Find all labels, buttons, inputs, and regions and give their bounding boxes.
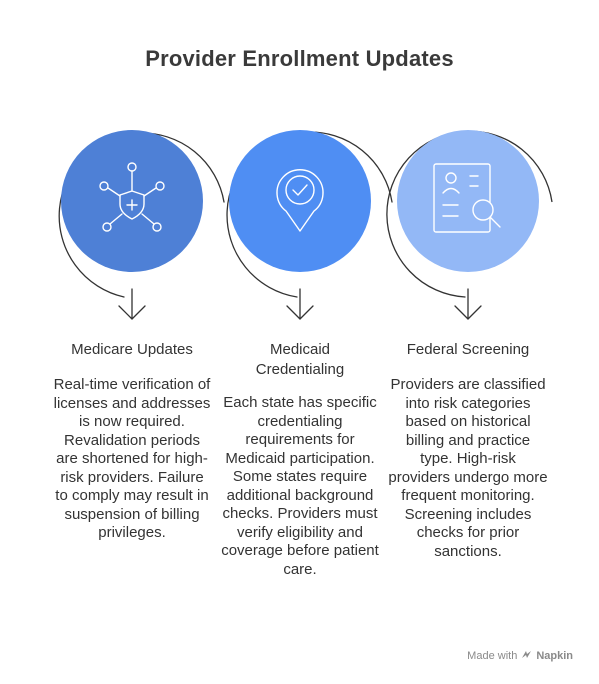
- brand-label: Napkin: [536, 650, 573, 662]
- step-heading-2: Medicaid Credentialing: [255, 341, 345, 378]
- document-search-icon: [433, 163, 501, 233]
- step-body-3: Providers are classified into risk categ…: [388, 376, 548, 560]
- step-column-2: Medicaid Credentialing Each state has sp…: [220, 340, 380, 579]
- arrow-down-icon-2: [286, 288, 314, 320]
- outline-arc-3-full: [386, 130, 553, 298]
- step-heading-1: Medicare Updates: [71, 341, 193, 358]
- step-circle-2: [229, 130, 371, 272]
- made-with-label: Made with: [467, 650, 518, 662]
- network-shield-icon: [99, 162, 165, 232]
- location-check-icon: [276, 169, 324, 232]
- step-body-2: Each state has specific credentialing re…: [221, 394, 379, 578]
- step-column-1: Medicare Updates Real-time verification …: [52, 340, 212, 543]
- step-heading-3: Federal Screening: [406, 341, 530, 358]
- napkin-logo-icon: [521, 650, 532, 662]
- step-body-1: Real-time verification of licenses and a…: [53, 376, 211, 541]
- page-title: Provider Enrollment Updates: [145, 46, 454, 71]
- step-circle-3: [397, 130, 539, 272]
- footer-attribution: Made with Napkin: [467, 650, 573, 662]
- step-column-3: Federal Screening Providers are classifi…: [388, 340, 548, 561]
- arrow-down-icon-3: [454, 288, 482, 320]
- arrow-down-icon-1: [118, 288, 146, 320]
